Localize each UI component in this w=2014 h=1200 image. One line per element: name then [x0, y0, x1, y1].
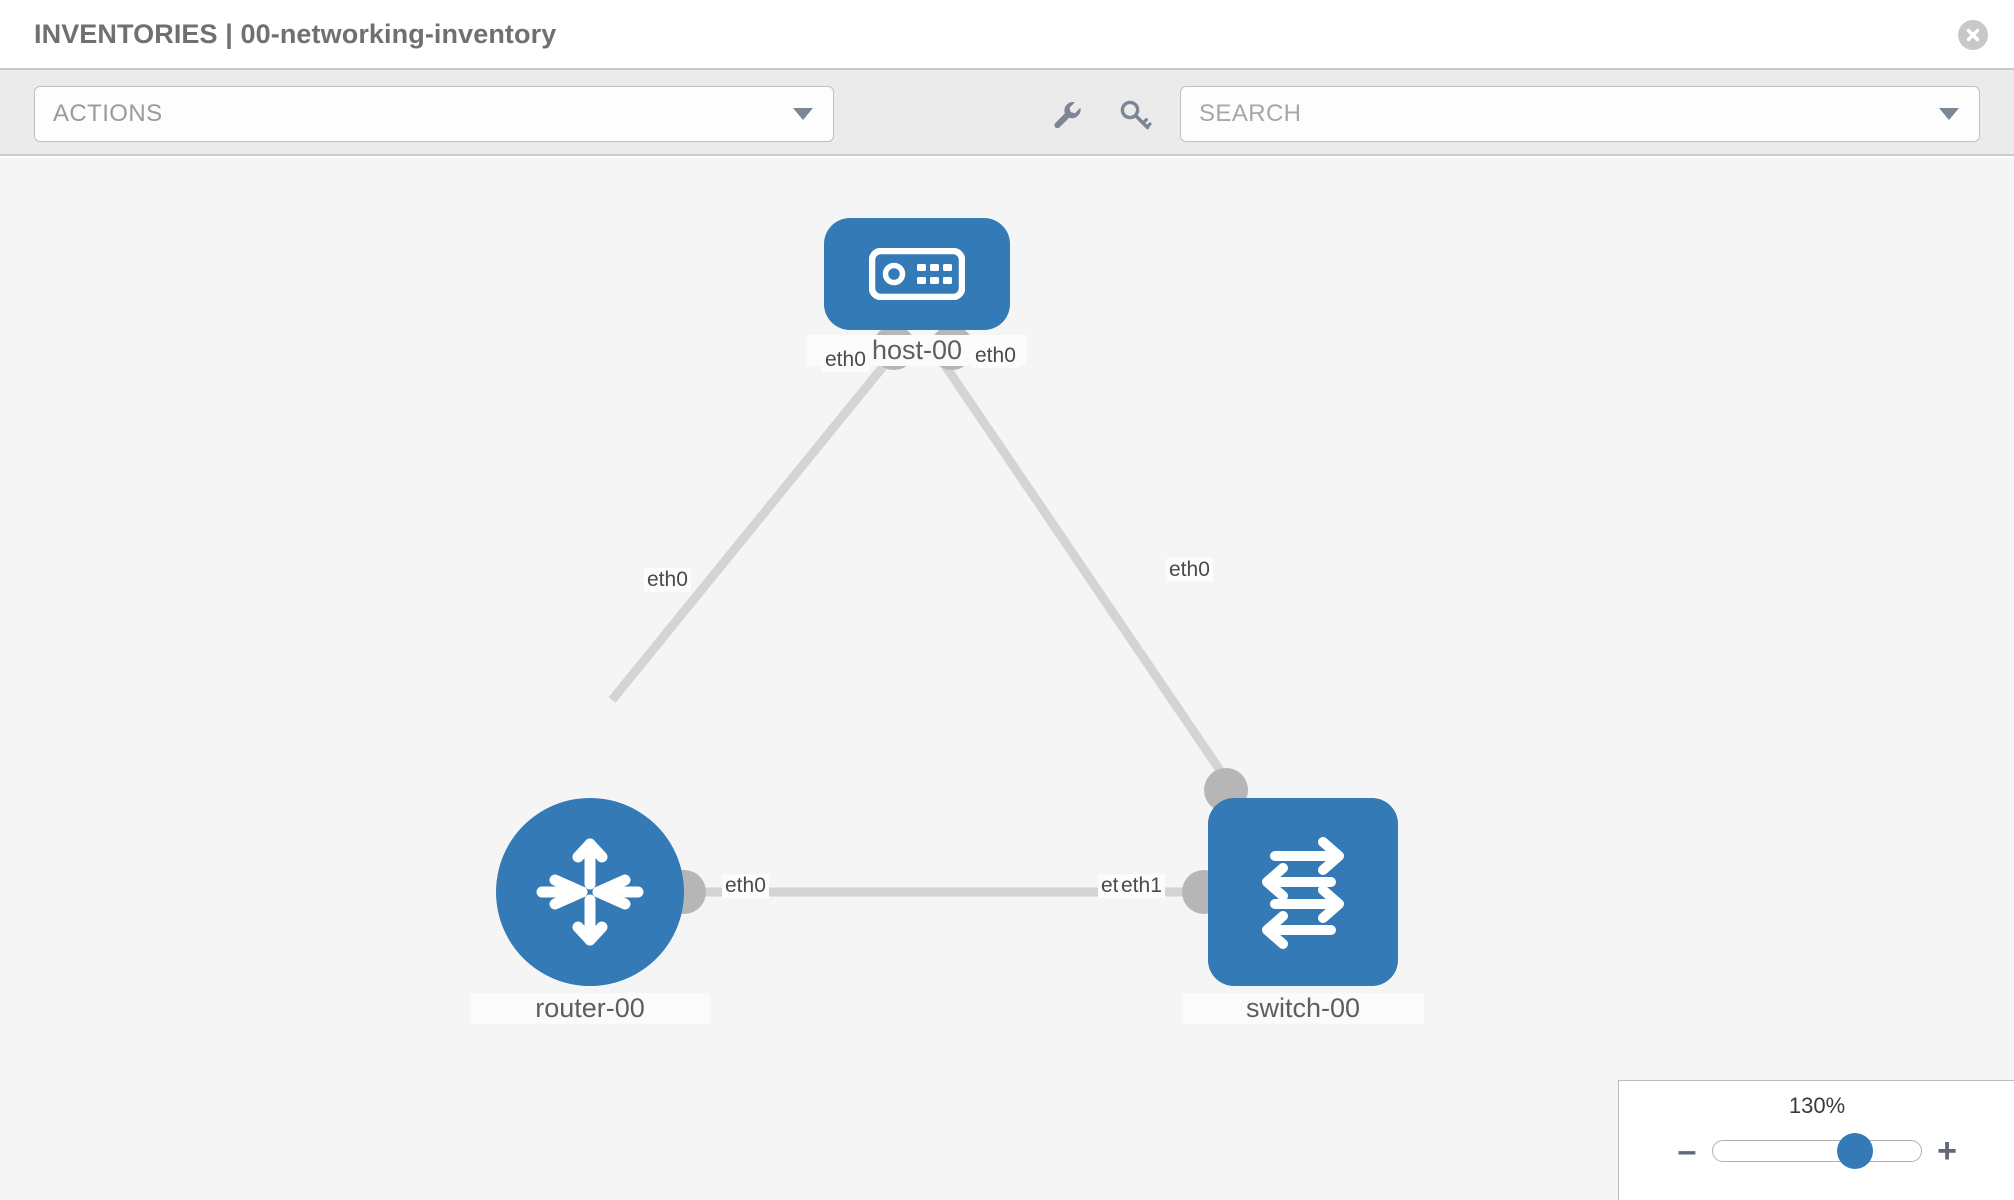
chevron-down-icon [793, 108, 813, 120]
link-host00-switch00 [936, 355, 1236, 791]
minus-icon[interactable]: – [1677, 1132, 1697, 1170]
zoom-slider-thumb[interactable] [1837, 1133, 1873, 1169]
topology-canvas[interactable]: host-00 router-00 [0, 158, 2014, 1200]
search-input[interactable]: SEARCH [1180, 86, 1980, 142]
chevron-down-icon[interactable] [1939, 108, 1959, 120]
toolbar: ACTIONS SEARCH [0, 68, 2014, 156]
switch-arrows-icon [1262, 837, 1344, 949]
wrench-icon[interactable] [1050, 98, 1084, 132]
page-header: INVENTORIES | 00-networking-inventory [0, 0, 2014, 68]
plus-icon[interactable]: + [1937, 1132, 1957, 1170]
router-arrows-icon [536, 838, 644, 946]
zoom-level-value: 130% [1788, 1093, 1846, 1118]
close-icon[interactable] [1958, 20, 1988, 50]
actions-dropdown[interactable]: ACTIONS [34, 86, 834, 142]
edge-label-switch00-host00: eth0 [1166, 558, 1213, 582]
actions-dropdown-label: ACTIONS [53, 100, 163, 127]
search-placeholder: SEARCH [1199, 100, 1302, 127]
zoom-slider-row: – + [1619, 1129, 2014, 1173]
host-00-shape[interactable] [824, 218, 1010, 330]
page-title: INVENTORIES | 00-networking-inventory [34, 18, 557, 49]
edge-label-router00-switch00: eth0 [722, 874, 769, 898]
zoom-control-panel: 130% – + [1618, 1080, 2014, 1200]
edge-label-router00-host00: eth0 [644, 568, 691, 592]
router-00-shape[interactable] [496, 798, 684, 986]
edge-label-host00-router00: eth0 [822, 348, 869, 372]
server-icon [869, 248, 965, 300]
node-router-00[interactable]: router-00 [470, 798, 710, 1038]
switch-00-shape[interactable] [1208, 798, 1398, 986]
switch-00-label: switch-00 [1182, 993, 1424, 1024]
node-switch-00[interactable]: switch-00 [1182, 798, 1424, 1038]
edge-label-switch00-router00: eth1 [1118, 874, 1165, 898]
zoom-slider[interactable] [1712, 1133, 1922, 1169]
edge-label-host00-switch00: eth0 [972, 344, 1019, 368]
key-icon[interactable] [1118, 98, 1152, 132]
router-00-label: router-00 [470, 993, 710, 1024]
link-host00-router00 [608, 355, 894, 703]
